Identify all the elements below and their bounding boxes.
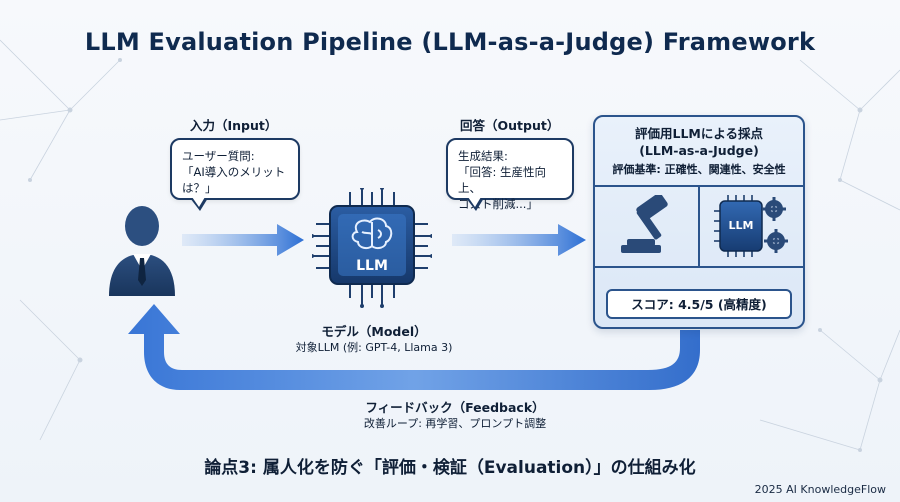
footer-credit: 2025 AI KnowledgeFlow	[754, 483, 886, 496]
judge-divider-vertical	[698, 186, 700, 266]
gavel-icon	[621, 195, 668, 253]
input-bubble: ユーザー質問: 「AI導入のメリット は？」	[170, 138, 300, 211]
judge-divider-bottom	[593, 266, 805, 268]
input-bubble-line2: 「AI導入のメリット	[182, 165, 286, 179]
model-chip-label: LLM	[356, 258, 388, 274]
input-bubble-line1: ユーザー質問:	[182, 149, 255, 163]
input-label: 入力（Input）	[190, 118, 278, 133]
user-avatar-icon	[109, 206, 175, 296]
judge-title-line2: (LLM-as-a-Judge)	[639, 143, 759, 158]
judge-llm-chip-icon	[714, 195, 788, 257]
feedback-label: フィードバック（Feedback）	[365, 400, 545, 415]
judge-title-line1: 評価用LLMによる採点	[635, 126, 763, 141]
output-bubble: 生成結果: 「回答: 生産性向上、 コスト削減...」	[446, 138, 574, 211]
input-bubble-line3: は？」	[182, 181, 217, 195]
model-label: モデル（Model）	[321, 324, 427, 339]
output-label: 回答（Output）	[460, 118, 560, 133]
output-arrow-icon	[452, 224, 586, 256]
bottom-caption: 論点3: 属人化を防ぐ「評価・検証（Evaluation）」の仕組み化	[204, 458, 696, 478]
page-title: LLM Evaluation Pipeline (LLM-as-a-Judge)…	[84, 28, 816, 56]
input-arrow-icon	[182, 224, 304, 256]
output-bubble-line2: 「回答: 生産性向上、	[458, 165, 547, 195]
model-sub: 対象LLM (例: GPT-4, Llama 3)	[295, 341, 453, 354]
judge-chip-label: LLM	[728, 219, 754, 232]
llm-chip-icon	[312, 188, 432, 308]
output-bubble-line1: 生成結果:	[458, 149, 508, 163]
feedback-loop-arrow-icon	[128, 304, 700, 390]
feedback-sub: 改善ループ: 再学習、プロンプト調整	[363, 417, 547, 430]
score-badge: スコア: 4.5/5 (高精度)	[606, 289, 792, 319]
judge-criteria: 評価基準: 正確性、関連性、安全性	[612, 163, 786, 176]
